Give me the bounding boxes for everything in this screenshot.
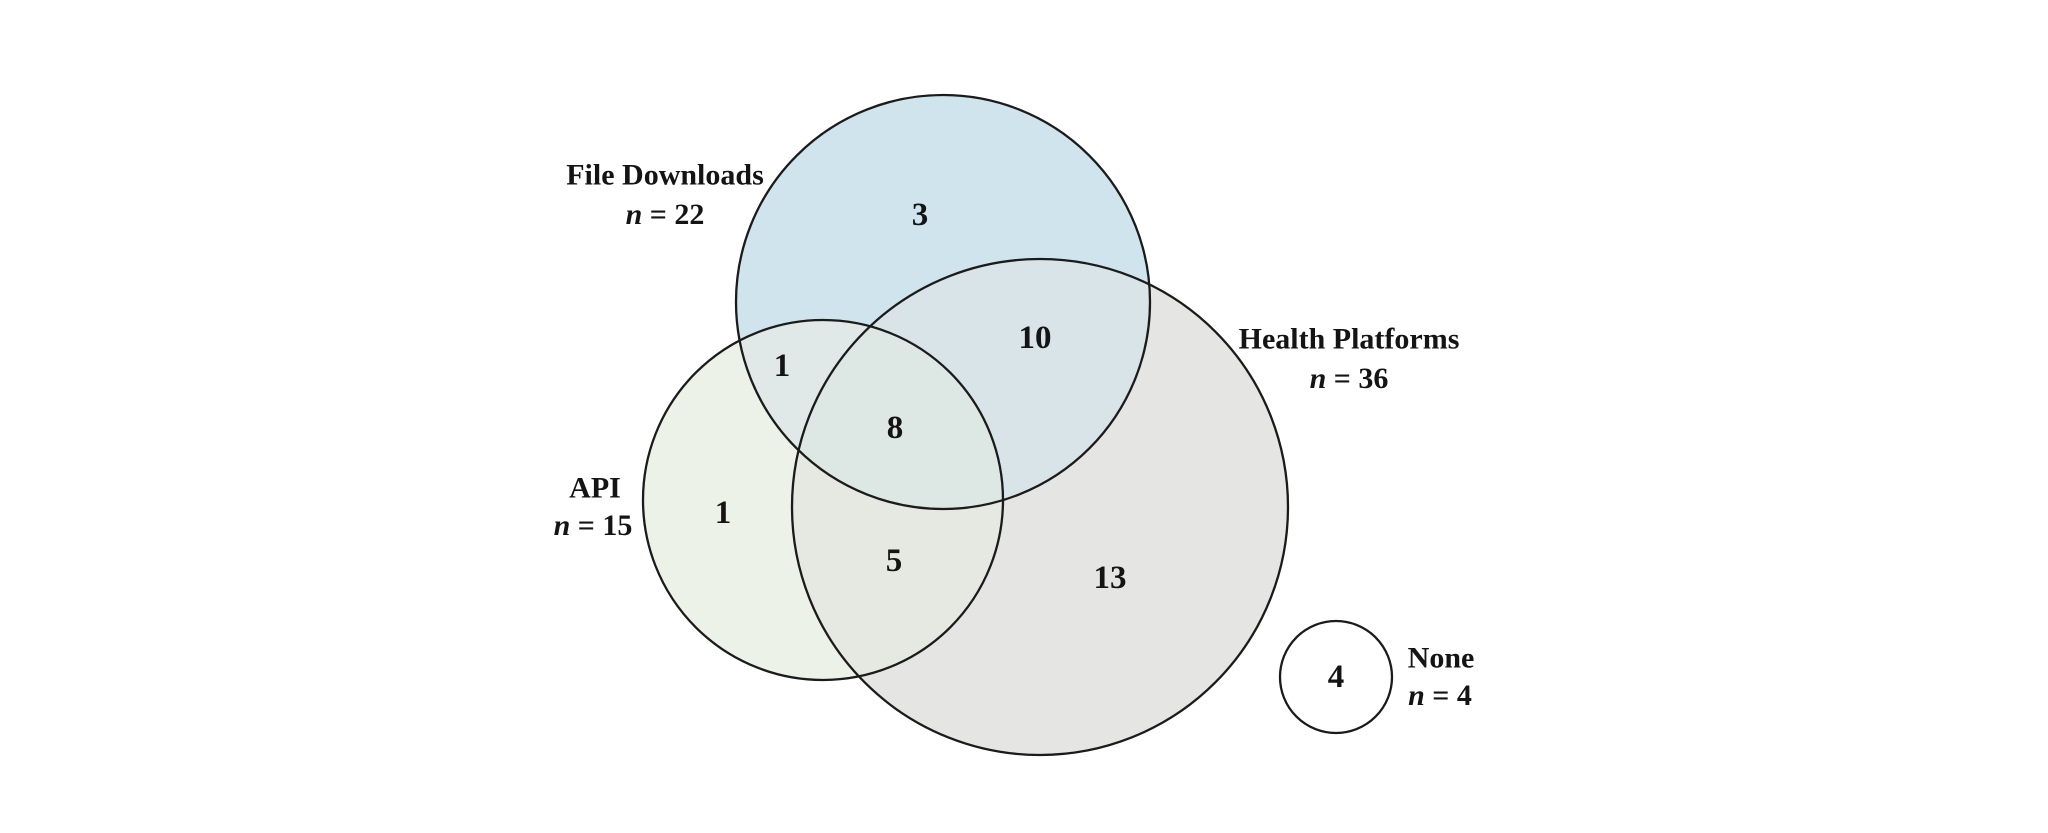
set-n-file-downloads: n = 22 xyxy=(626,198,705,231)
set-label-health-platforms: Health Platforms xyxy=(1239,323,1460,356)
region-count-file-downloads-only: 3 xyxy=(912,197,929,233)
set-n-health-platforms: n = 36 xyxy=(1310,362,1389,395)
file-downloads-circle-outline xyxy=(734,93,1152,511)
region-count-api-hp: 5 xyxy=(886,543,903,579)
n-symbol: n xyxy=(1408,679,1425,712)
region-count-api-only: 1 xyxy=(715,495,732,531)
n-value: = 4 xyxy=(1425,679,1472,712)
set-label-file-downloads: File Downloads xyxy=(566,159,764,192)
region-count-fd-hp: 10 xyxy=(1019,320,1052,356)
none-circle xyxy=(1278,619,1394,735)
set-label-none: None xyxy=(1408,642,1475,675)
n-symbol: n xyxy=(554,509,571,542)
n-symbol: n xyxy=(1310,362,1327,395)
api-circle-outline xyxy=(641,318,1005,682)
overlap-fd-hp-api-fill xyxy=(792,320,1003,509)
region-count-hp-only: 13 xyxy=(1094,560,1127,596)
n-value: = 22 xyxy=(642,198,704,231)
region-count-fd-hp-api: 8 xyxy=(887,410,904,446)
n-value: = 15 xyxy=(570,509,632,542)
set-label-api: API xyxy=(569,472,621,505)
n-value: = 36 xyxy=(1326,362,1388,395)
overlap-fd-hp-api xyxy=(792,320,1003,509)
set-n-api: n = 15 xyxy=(554,509,633,542)
n-symbol: n xyxy=(626,198,643,231)
health-platforms-circle-outline xyxy=(790,257,1290,757)
set-n-none: n = 4 xyxy=(1408,679,1472,712)
region-count-none: 4 xyxy=(1328,659,1345,695)
region-count-fd-api: 1 xyxy=(774,348,791,384)
